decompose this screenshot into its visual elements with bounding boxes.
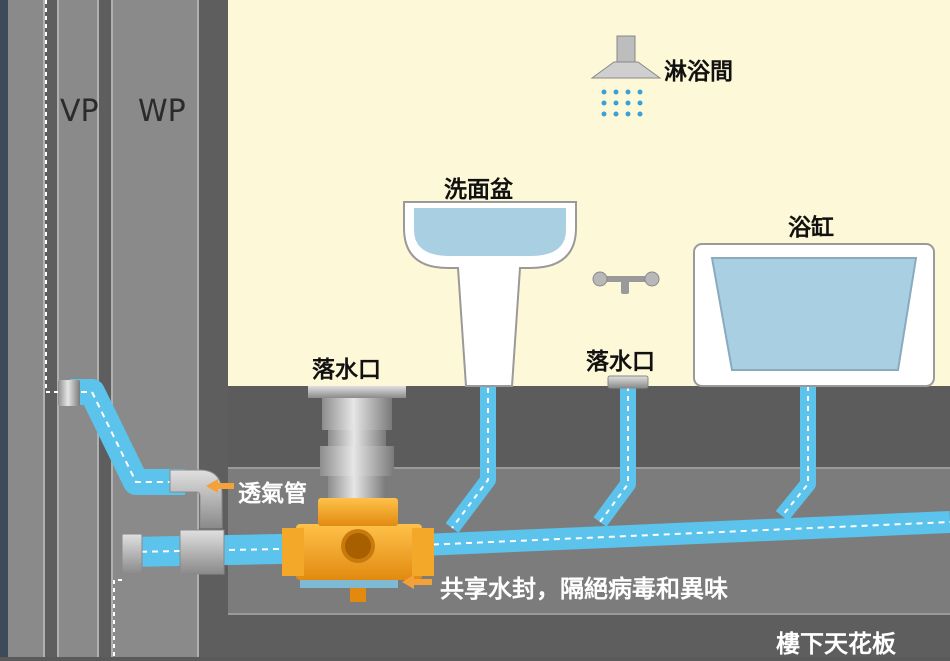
floor-drain-right — [607, 375, 649, 389]
shared-trap-label: 共享水封，隔絕病毒和異味 — [440, 575, 728, 603]
tee-fitting — [179, 529, 225, 575]
floor-drain-left — [308, 386, 406, 498]
wp-coupling — [121, 533, 143, 575]
basin-label: 洗面盆 — [444, 177, 513, 203]
floor-drain-right-label: 落水口 — [586, 349, 655, 375]
floor-drain-left-label: 落水口 — [312, 357, 381, 383]
stack-left — [8, 0, 44, 657]
arrow-icon — [206, 479, 432, 589]
vp-fitting — [58, 380, 80, 406]
left-edge — [0, 0, 8, 657]
wp-label: WP — [138, 94, 186, 129]
shower-head-icon — [590, 35, 662, 117]
shared-trap — [282, 498, 434, 602]
vp-label: VP — [60, 94, 99, 129]
shower-label: 淋浴間 — [664, 59, 733, 85]
bathtub-label: 浴缸 — [788, 215, 834, 241]
bathtub — [693, 243, 935, 387]
faucet-icon — [592, 271, 660, 294]
vp-stack — [58, 0, 98, 657]
vent-pipe-label: 透氣管 — [238, 481, 307, 507]
basin — [403, 201, 577, 387]
ceiling-board — [228, 614, 950, 657]
ceiling-label: 樓下天花板 — [776, 630, 896, 658]
